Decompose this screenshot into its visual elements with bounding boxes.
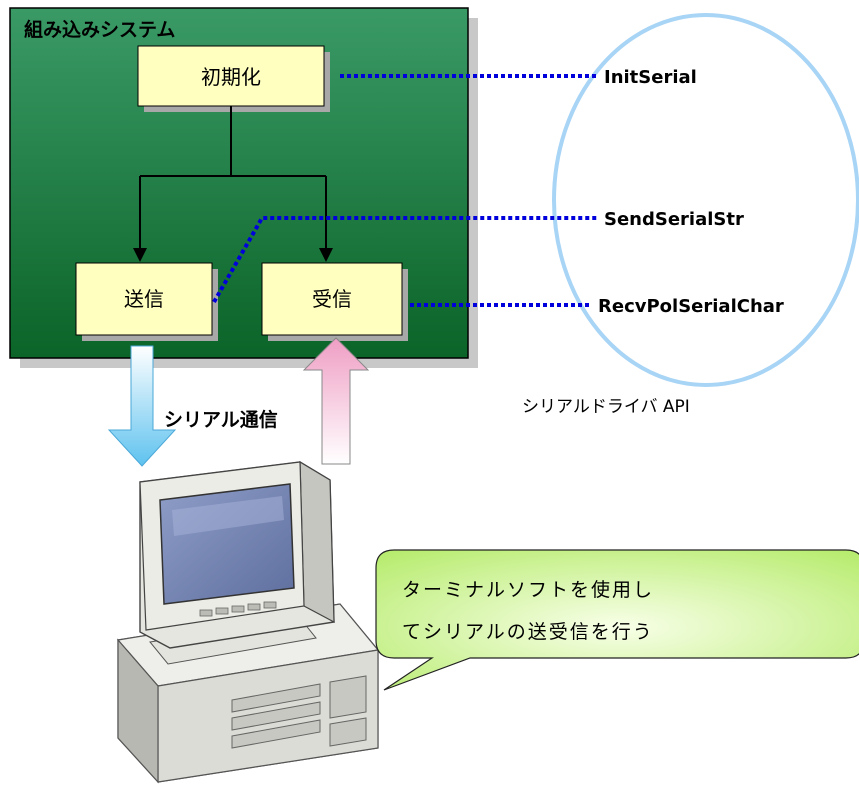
api-init-label: InitSerial: [604, 67, 697, 88]
recv-box: 受信: [261, 262, 408, 341]
api-recv-label: RecvPolSerialChar: [598, 296, 784, 317]
serial-up-arrow: [302, 337, 370, 465]
api-ellipse: [552, 13, 859, 387]
speech-bubble: ターミナルソフトを使用し てシリアルの送受信を行う: [375, 549, 859, 691]
serial-comm-label: シリアル通信: [164, 408, 278, 431]
init-box: 初期化: [137, 45, 330, 112]
api-caption: シリアルドライバ API: [522, 397, 690, 417]
send-box-label: 送信: [124, 287, 164, 311]
flow-connectors: [139, 106, 327, 252]
arrowhead-recv: [319, 248, 333, 262]
system-title: 組み込みシステム: [24, 18, 175, 41]
serial-down-arrow: [107, 345, 177, 467]
bubble-line-1: ターミナルソフトを使用し: [402, 579, 654, 601]
arrowhead-send: [133, 248, 147, 262]
api-send-label: SendSerialStr: [604, 209, 744, 230]
desktop-computer-icon: [116, 460, 380, 784]
send-box: 送信: [75, 262, 218, 341]
api-dotted-connectors: [212, 74, 598, 307]
recv-box-label: 受信: [312, 287, 352, 311]
bubble-line-2: てシリアルの送受信を行う: [402, 621, 654, 643]
init-box-label: 初期化: [201, 65, 261, 89]
